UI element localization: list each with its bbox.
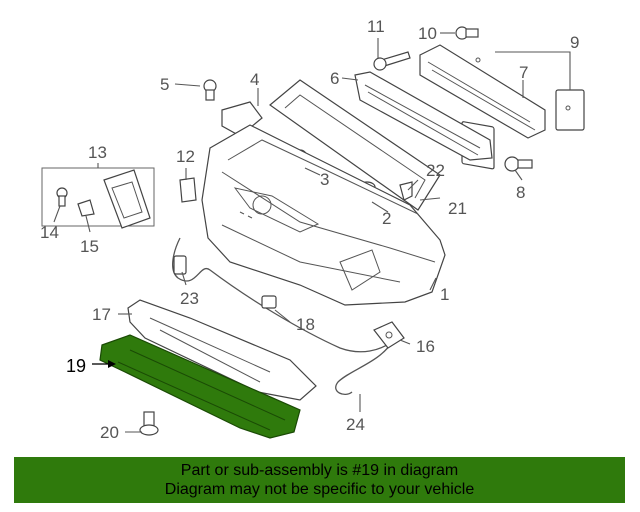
- bolt-icon-11: [373, 51, 411, 71]
- callout-5: 5: [160, 75, 169, 94]
- license-bracket-group: [41, 167, 155, 229]
- energy-absorber: [354, 71, 493, 161]
- callout-20: 20: [100, 423, 119, 442]
- callout-21: 21: [448, 199, 467, 218]
- info-banner: Part or sub-assembly is #19 in diagram D…: [14, 457, 625, 503]
- callout-10: 10: [418, 24, 437, 43]
- callout-12: 12: [176, 147, 195, 166]
- callout-16: 16: [416, 337, 435, 356]
- callout-4: 4: [250, 70, 259, 89]
- leader-lines: [53, 32, 571, 433]
- callout-8: 8: [516, 183, 525, 202]
- bumper-cover: [201, 124, 446, 306]
- bolt-icon-5: [203, 79, 217, 101]
- callout-22: 22: [426, 161, 445, 180]
- banner-line-1: Part or sub-assembly is #19 in diagram: [180, 462, 459, 479]
- sensor-16: [373, 321, 405, 349]
- callout-numbers: 1 2 2 3 4 5 6 7 8 9 10 11 12 13 14 15 16…: [40, 17, 579, 442]
- lower-cover-17: [127, 299, 317, 401]
- callout-17: 17: [92, 305, 111, 324]
- callout-6: 6: [330, 69, 339, 88]
- callout-23: 23: [180, 289, 199, 308]
- callout-19: 19: [66, 356, 86, 376]
- upper-grille-panel: [269, 79, 441, 211]
- small-clip-12: [179, 177, 197, 203]
- callout-2a: 2: [382, 209, 391, 228]
- callout-11: 11: [367, 17, 385, 36]
- bolt-icon-8: [504, 156, 533, 172]
- callout-9: 9: [570, 33, 579, 52]
- bumper-reinforcement: [419, 44, 585, 170]
- banner-line-2: Diagram may not be specific to your vehi…: [164, 481, 475, 498]
- callout-7: 7: [519, 63, 528, 82]
- bolt-icon-10: [455, 26, 479, 40]
- callout-13: 13: [88, 143, 107, 162]
- callout-24: 24: [346, 415, 365, 434]
- callout-14: 14: [40, 223, 59, 242]
- callout-3: 3: [320, 170, 329, 189]
- clip-icon-20: [139, 411, 159, 436]
- wire-harness: [172, 237, 393, 396]
- callout-1: 1: [440, 285, 449, 304]
- parts-diagram: 1 2 2 3 4 5 6 7 8 9 10 11 12 13 14 15 16…: [40, 17, 585, 442]
- callout-18: 18: [296, 315, 315, 334]
- callout-15: 15: [80, 237, 99, 256]
